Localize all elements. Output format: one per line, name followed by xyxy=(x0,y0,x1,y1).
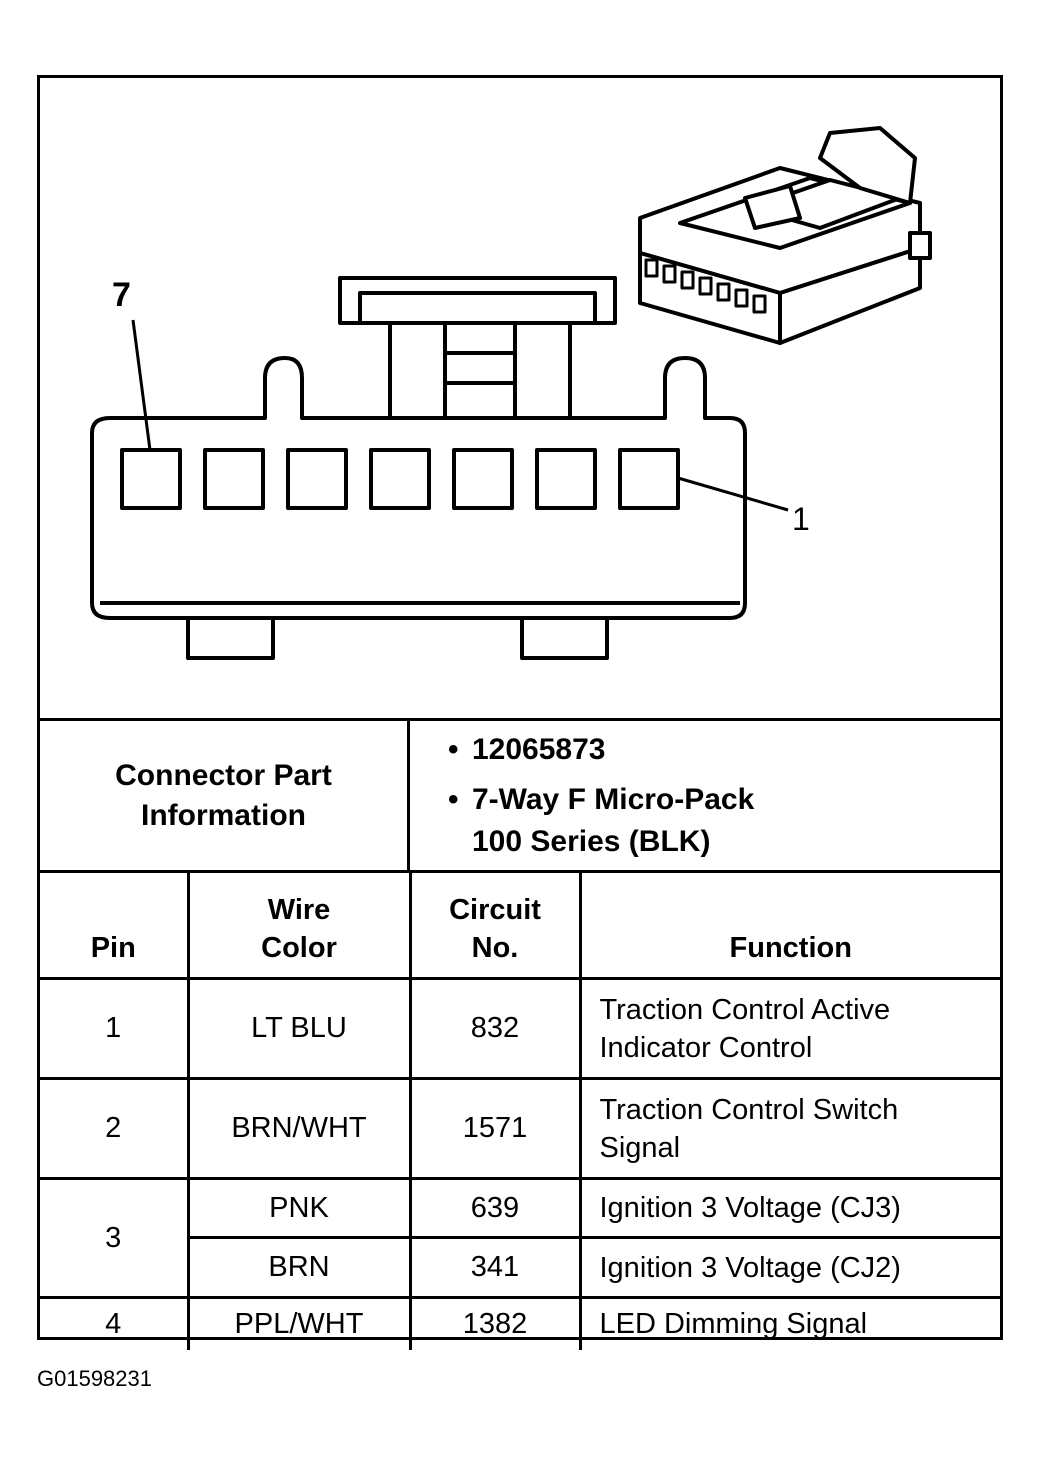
pin-cell: 4 xyxy=(40,1296,190,1350)
pin-table: Pin Wire Color Circuit No. Function 1 LT… xyxy=(40,870,1000,1350)
connector-front-view xyxy=(90,276,789,660)
pin-cavity-5 xyxy=(286,448,348,510)
header-circuit: Circuit No. xyxy=(408,870,582,980)
pin-cavity-7 xyxy=(120,448,182,510)
pin-cavity-4 xyxy=(369,448,431,510)
wire-color-cell: BRN/WHT xyxy=(186,1077,412,1180)
function-cell: Traction Control Switch Signal xyxy=(578,1077,1000,1180)
table-row: BRN 341 Ignition 3 Voltage (CJ2) xyxy=(40,1236,1000,1299)
pin-cell: 2 xyxy=(40,1077,190,1180)
circuit-cell: 341 xyxy=(408,1236,582,1299)
wire-color-cell: PNK xyxy=(186,1177,412,1239)
bullet-icon: • xyxy=(448,783,459,816)
part-number: 12065873 xyxy=(472,733,606,766)
header-function: Function xyxy=(578,870,1000,980)
circuit-cell: 1382 xyxy=(408,1296,582,1350)
connector-diagram: 7 1 xyxy=(90,126,932,660)
bullet-icon: • xyxy=(448,733,459,766)
figure-id: G01598231 xyxy=(37,1366,152,1391)
pin-cavity-6 xyxy=(203,448,265,510)
connector-info-label-cell: Connector Part Information xyxy=(40,721,410,870)
circuit-cell: 832 xyxy=(408,977,582,1080)
connector-part-info: Connector Part Information • 12065873 • … xyxy=(40,718,1000,870)
wire-color-cell: BRN xyxy=(188,1236,412,1299)
pin-cavity-3 xyxy=(452,448,514,510)
connector-isometric-icon xyxy=(638,126,932,345)
function-cell: LED Dimming Signal xyxy=(578,1296,1000,1350)
circuit-cell: 1571 xyxy=(408,1077,582,1180)
circuit-cell: 639 xyxy=(408,1177,582,1239)
pin-1-label: 1 xyxy=(792,501,810,537)
table-header-row: Pin Wire Color Circuit No. Function xyxy=(40,870,1000,980)
diagram-frame: 7 1 Connector Part Information • 1206587… xyxy=(37,75,1003,1350)
function-cell: Ignition 3 Voltage (CJ2) xyxy=(578,1236,1000,1299)
table-row: 2 BRN/WHT 1571 Traction Control Switch S… xyxy=(40,1077,1000,1180)
table-row: 4 PPL/WHT 1382 LED Dimming Signal xyxy=(40,1296,1000,1350)
pin-cell: 3 xyxy=(40,1177,190,1299)
header-pin: Pin xyxy=(40,870,190,980)
pin-cell: 1 xyxy=(40,977,190,1080)
header-wire-color: Wire Color xyxy=(186,870,412,980)
connector-info-label: Connector Part Information xyxy=(115,758,332,832)
function-cell: Ignition 3 Voltage (CJ3) xyxy=(578,1177,1000,1239)
wire-color-cell: PPL/WHT xyxy=(186,1296,412,1350)
connector-description-line1: 7-Way F Micro-Pack xyxy=(472,783,755,816)
table-row: 1 LT BLU 832 Traction Control Active Ind… xyxy=(40,977,1000,1080)
pin-cavity-2 xyxy=(535,448,597,510)
table-row: 3 PNK 639 Ignition 3 Voltage (CJ3) xyxy=(40,1177,1000,1299)
wire-color-cell: LT BLU xyxy=(186,977,412,1080)
connector-info-details: • 12065873 • 7-Way F Micro-Pack 100 Seri… xyxy=(410,721,1000,870)
connector-description-line2: 100 Series (BLK) xyxy=(472,825,711,858)
pin-7-label: 7 xyxy=(112,276,131,314)
function-cell: Traction Control Active Indicator Contro… xyxy=(578,977,1000,1080)
